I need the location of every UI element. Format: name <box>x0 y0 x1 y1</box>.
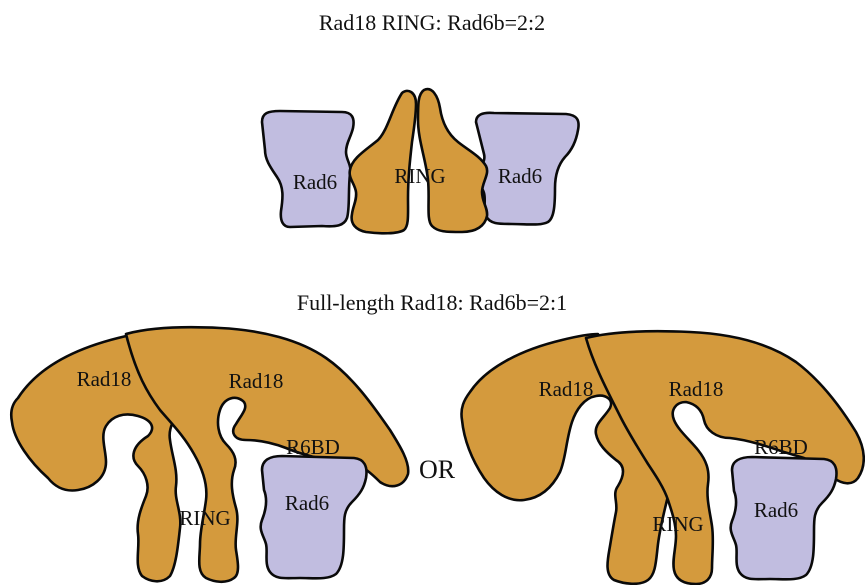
rad6-label-left: Rad6 <box>293 170 337 194</box>
rad6-label-bottom-left: Rad6 <box>285 491 329 515</box>
ring-label-bottom-right: RING <box>652 512 703 536</box>
full-length-complex-left: Rad18 Rad18 R6BD RING Rad6 <box>11 327 408 582</box>
r6bd-label-left: R6BD <box>286 435 340 459</box>
rad6-label-bottom-right: Rad6 <box>754 498 798 522</box>
ring-shape-right <box>418 89 487 232</box>
ring-dimer-complex: Rad6 RING Rad6 <box>262 89 579 233</box>
rad18-label-right-a: Rad18 <box>539 377 594 401</box>
rad6-shape-left <box>262 111 354 227</box>
ring-label-top: RING <box>394 164 445 188</box>
rad18-label-left-b: Rad18 <box>229 369 284 393</box>
rad18-label-left-a: Rad18 <box>77 367 132 391</box>
or-label: OR <box>419 455 456 484</box>
rad6-shape-bottom-left <box>261 456 367 578</box>
rad18-label-right-b: Rad18 <box>669 377 724 401</box>
ring-label-bottom-left: RING <box>179 506 230 530</box>
r6bd-label-right: R6BD <box>754 435 808 459</box>
full-length-complex-right: Rad18 Rad18 R6BD RING Rad6 <box>461 331 863 584</box>
bottom-title: Full-length Rad18: Rad6b=2:1 <box>297 290 567 315</box>
ring-shape-left <box>350 91 416 233</box>
rad6-label-right: Rad6 <box>498 164 542 188</box>
top-title: Rad18 RING: Rad6b=2:2 <box>319 10 545 35</box>
